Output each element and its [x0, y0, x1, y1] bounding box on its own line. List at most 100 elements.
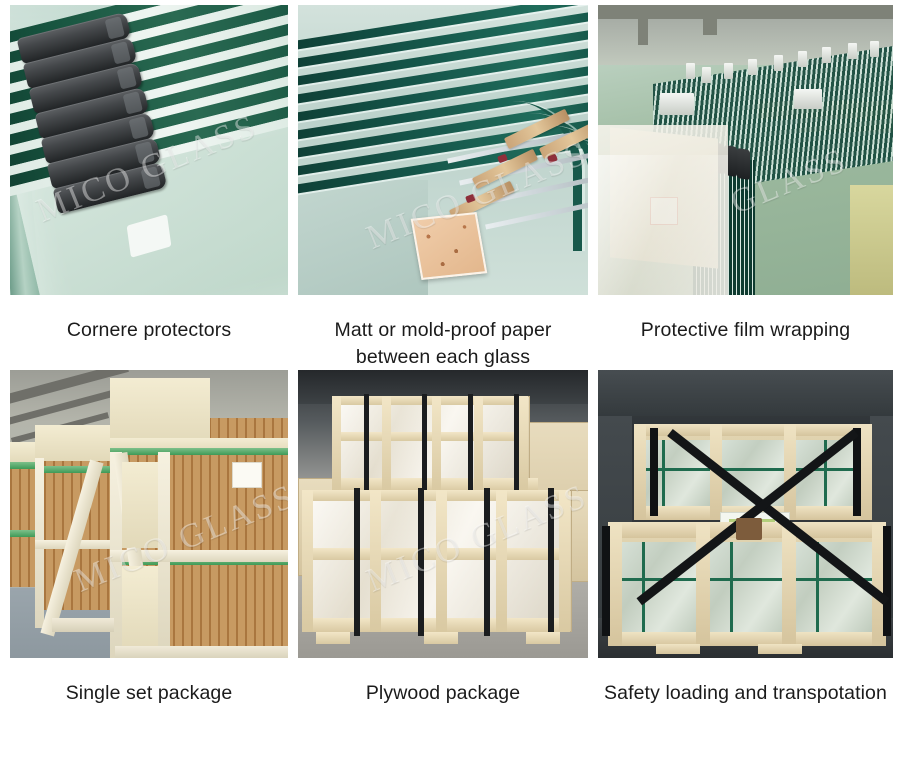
crate-rail	[332, 432, 528, 441]
gallery-item-corner-protectors[interactable]: MICO GLASS Cornere protectors	[10, 5, 288, 370]
glass-clip	[702, 67, 711, 83]
crate-post	[432, 396, 441, 491]
gallery-item-matt-paper[interactable]: MICO GLASS Matt or mold-proof paper betw…	[298, 5, 588, 370]
photo-corner-protectors[interactable]: MICO GLASS	[10, 5, 288, 295]
glass-edge-line	[794, 578, 874, 581]
crate-foot	[656, 644, 700, 654]
caption-protective-film: Protective film wrapping	[640, 319, 851, 341]
wood-frame-rail	[35, 540, 130, 549]
crate-foot	[758, 644, 802, 654]
crate-post	[302, 490, 313, 632]
wood-frame-rail	[110, 550, 288, 562]
green-strap	[110, 448, 288, 455]
crate-post	[382, 396, 391, 491]
crate-rail	[634, 424, 872, 436]
ceiling-beam	[598, 5, 893, 19]
steel-strap	[484, 488, 490, 636]
glass-clip	[660, 93, 694, 115]
lashing-post	[853, 428, 861, 516]
glass-clip	[686, 63, 695, 79]
photo-matt-mold-proof-paper[interactable]: MICO GLASS	[298, 5, 588, 295]
crate-post	[496, 490, 507, 632]
crate-post	[872, 522, 886, 646]
caption-matt-paper: Matt or mold-proof paper between each gl…	[334, 319, 552, 368]
glass-edge-line	[796, 468, 860, 471]
lashing-post	[883, 526, 891, 636]
glass-clip	[794, 89, 822, 109]
glass-edge-line	[662, 440, 665, 506]
strap-center-block	[736, 518, 762, 540]
glass-edge-line	[730, 542, 733, 632]
gallery-item-plywood-package[interactable]: MICO GLASS Plywood package	[298, 370, 588, 738]
crate-foot	[316, 632, 350, 644]
cork-pad	[410, 212, 488, 280]
photo-safety-loading-transportation[interactable]	[598, 370, 893, 658]
photo-plywood-package[interactable]: MICO GLASS	[298, 370, 588, 658]
caption-plywood-package: Plywood package	[365, 682, 521, 704]
steel-strap	[364, 394, 369, 494]
cream-cover	[110, 378, 210, 446]
crate-post	[634, 424, 646, 520]
crate-post	[474, 396, 483, 491]
crate-foot	[424, 632, 458, 644]
glass-clip	[748, 59, 757, 75]
crate-post	[782, 522, 796, 646]
glass-edge-line	[722, 468, 786, 471]
ceiling-beam	[703, 5, 717, 35]
lower-glass-surface	[298, 180, 428, 295]
pallet-board	[850, 185, 893, 295]
crate-post	[559, 490, 570, 632]
steel-strap	[422, 394, 427, 494]
ceiling-beam	[638, 5, 648, 45]
wrapped-glass-panel	[708, 542, 788, 632]
photo-single-set-package[interactable]: MICO GLASS	[10, 370, 288, 658]
crate-post	[784, 424, 796, 520]
crate-panel	[122, 566, 158, 652]
glass-clip	[848, 43, 857, 59]
crate-panel	[122, 462, 158, 548]
glass-clip	[870, 41, 879, 57]
caption-single-set-package: Single set package	[65, 682, 233, 704]
glass-clip	[822, 47, 831, 63]
crate-post	[696, 522, 710, 646]
container-ceiling	[598, 370, 893, 416]
lashing-post	[650, 428, 658, 516]
caption-corner-protectors: Cornere protectors	[66, 319, 232, 341]
steel-strap	[548, 488, 554, 636]
crate-post	[370, 490, 381, 632]
crate-post	[436, 490, 447, 632]
green-strap	[35, 466, 130, 473]
steel-strap	[354, 488, 360, 636]
steel-strap	[468, 394, 473, 494]
glass-edge-line	[642, 542, 645, 632]
glass-clip	[798, 51, 807, 67]
gallery-grid: MICO GLASS Cornere protectors	[10, 5, 893, 738]
photo-protective-film-wrapping[interactable]: GLASS	[598, 5, 893, 295]
glass-edge-line	[646, 468, 710, 471]
package-label-tag	[232, 462, 262, 488]
glass-edge-line	[824, 440, 827, 506]
crate-rail	[608, 632, 886, 646]
corner-protector	[737, 147, 750, 181]
crate-post	[332, 396, 341, 491]
crate-post	[860, 424, 872, 520]
glass-clip	[774, 55, 783, 71]
gallery-item-single-set-package[interactable]: MICO GLASS Single set package	[10, 370, 288, 738]
gallery-item-protective-film[interactable]: GLASS Protective film wrapping	[598, 5, 893, 370]
crate-foot	[526, 632, 560, 644]
glass-clip	[724, 63, 733, 79]
gallery-item-safety-loading[interactable]: Safety loading and transpotation	[598, 370, 893, 738]
lashing-post	[602, 526, 610, 636]
curved-glass-panel	[298, 5, 588, 56]
crate-post	[608, 522, 622, 646]
glass-edge-line	[708, 578, 788, 581]
crate-post	[519, 396, 528, 491]
glass-edge-line	[816, 542, 819, 632]
wooden-pallet	[115, 646, 288, 658]
film-highlight	[598, 155, 728, 295]
caption-safety-loading: Safety loading and transpotation	[604, 682, 887, 704]
steel-strap	[418, 488, 424, 636]
wooden-pallet	[52, 618, 114, 632]
crate-rail	[332, 396, 528, 405]
